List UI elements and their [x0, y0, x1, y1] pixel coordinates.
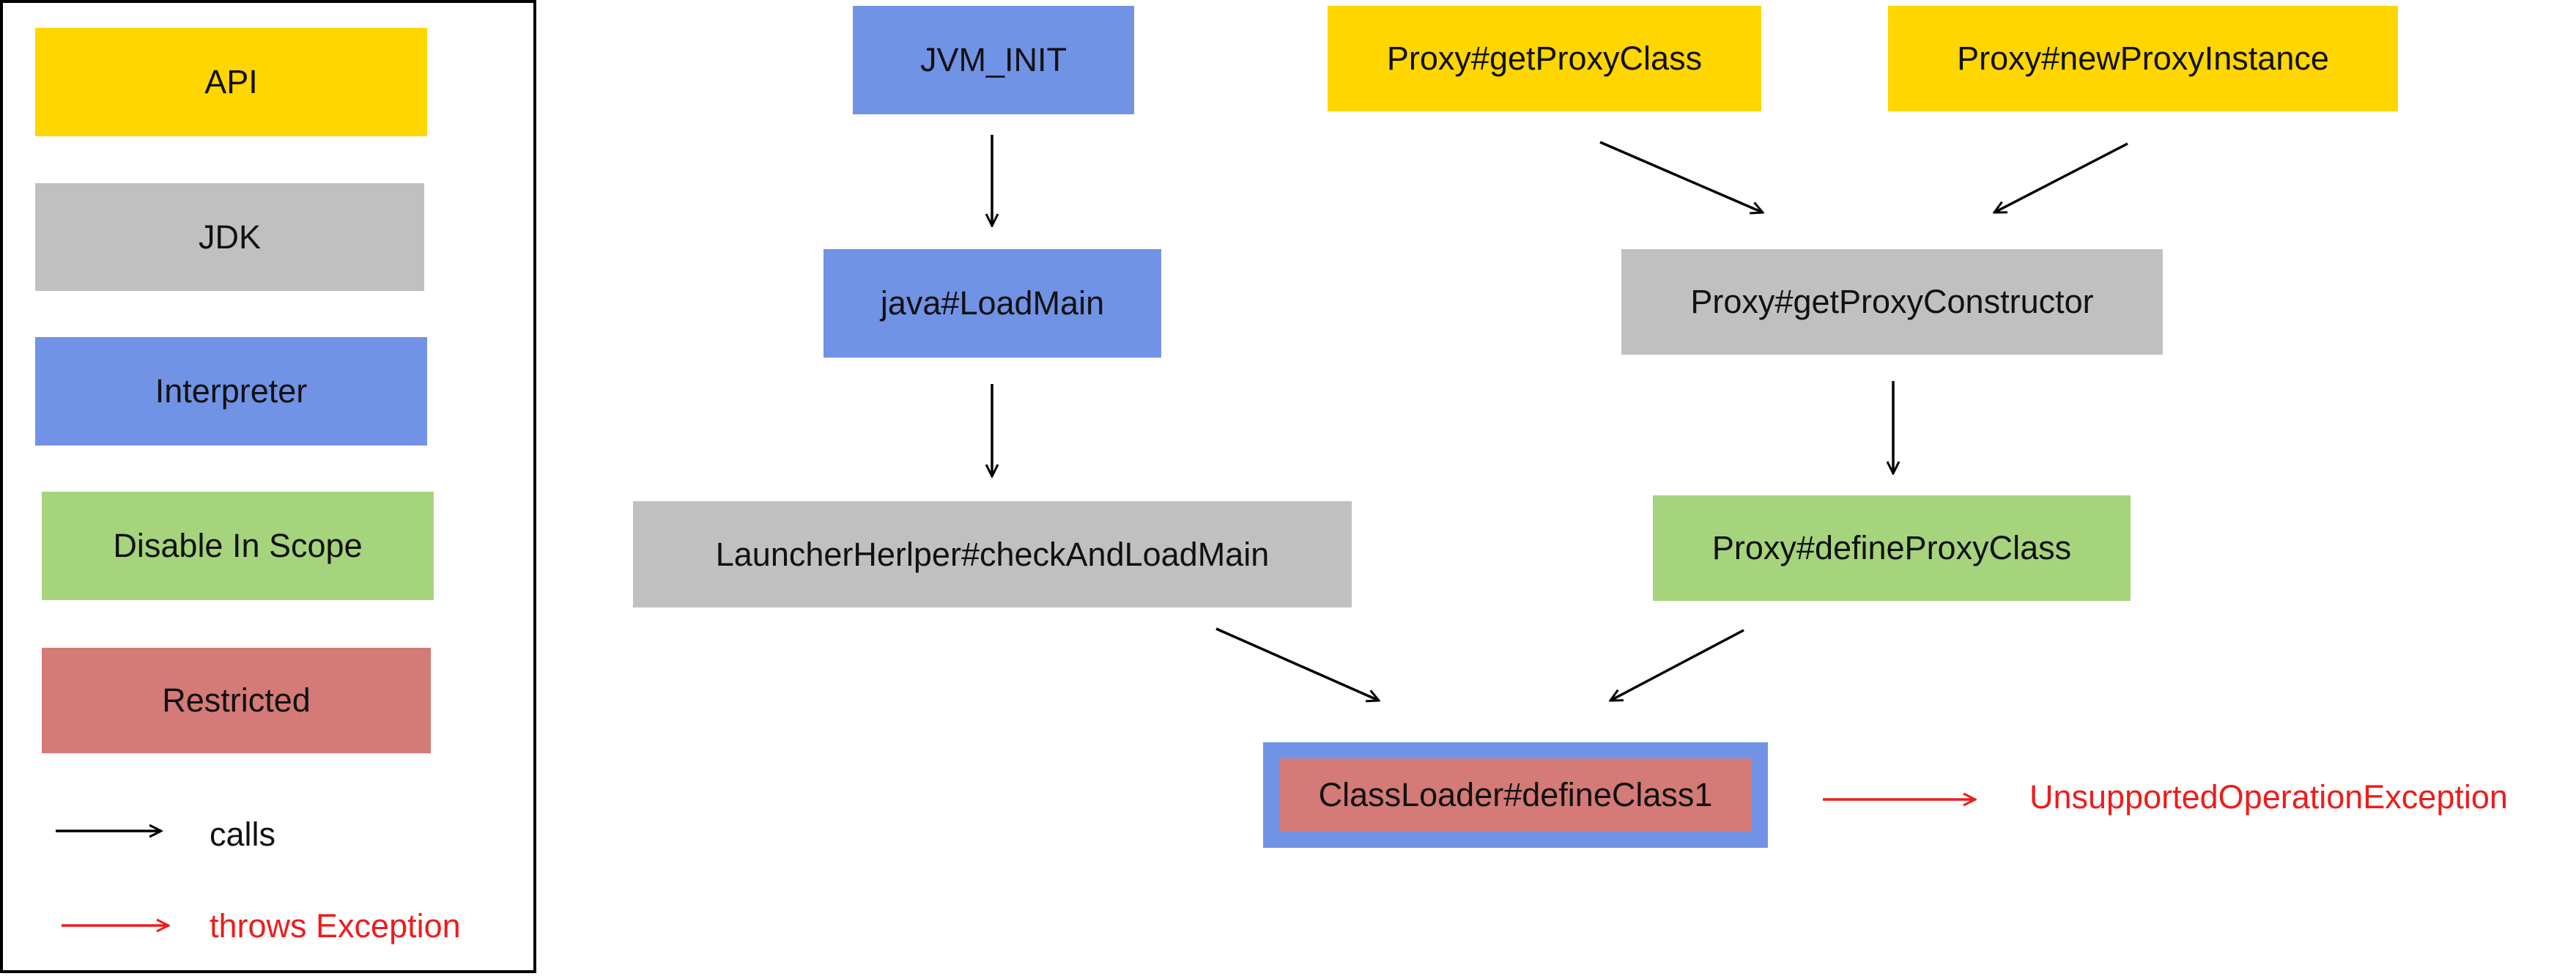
node-load-main-label: java#LoadMain [880, 284, 1105, 322]
node-define-class1-label: ClassLoader#defineClass1 [1318, 776, 1713, 813]
edge-define-proxy-class-to-define-class1 [1610, 629, 1744, 701]
node-new-proxy-instance-label: Proxy#newProxyInstance [1957, 40, 2329, 77]
legend-swatch-api: API [35, 28, 427, 136]
legend-label-disable-in-scope: Disable In Scope [113, 527, 363, 564]
node-check-and-load-main: LauncherHerlper#checkAndLoadMain [633, 501, 1352, 607]
node-get-proxy-class-label: Proxy#getProxyClass [1386, 40, 1703, 77]
node-jvm-init: JVM_INIT [853, 6, 1134, 114]
node-get-proxy-class: Proxy#getProxyClass [1328, 6, 1761, 111]
node-get-proxy-constructor: Proxy#getProxyConstructor [1621, 249, 2163, 355]
node-check-and-load-main-label: LauncherHerlper#checkAndLoadMain [715, 535, 1270, 573]
edge-new-proxy-instance-to-get-proxy-constructor [1994, 142, 2128, 214]
legend-calls-label: calls [210, 816, 276, 853]
legend-swatch-restricted: Restricted [42, 648, 431, 753]
node-define-class1-inner: ClassLoader#defineClass1 [1279, 758, 1752, 832]
edge-check-and-load-main-to-define-class1 [1215, 627, 1379, 701]
legend-label-jdk: JDK [198, 218, 261, 256]
legend-throws-label: throws Exception [210, 907, 461, 945]
node-define-proxy-class: Proxy#defineProxyClass [1653, 495, 2131, 601]
legend-label-interpreter: Interpreter [155, 372, 308, 410]
node-new-proxy-instance: Proxy#newProxyInstance [1888, 6, 2398, 111]
node-define-class1: ClassLoader#defineClass1 [1263, 742, 1768, 848]
legend-swatch-interpreter: Interpreter [35, 337, 427, 446]
node-load-main: java#LoadMain [823, 249, 1161, 358]
legend-label-api: API [204, 63, 258, 100]
exception-label: UnsupportedOperationException [2029, 778, 2508, 816]
node-jvm-init-label: JVM_INIT [919, 41, 1067, 78]
node-define-proxy-class-label: Proxy#defineProxyClass [1711, 529, 2072, 566]
edge-get-proxy-class-to-get-proxy-constructor [1599, 141, 1763, 213]
node-get-proxy-constructor-label: Proxy#getProxyConstructor [1690, 283, 2094, 320]
legend-swatch-jdk: JDK [35, 183, 424, 291]
legend-swatch-disable-in-scope: Disable In Scope [42, 492, 434, 600]
legend-label-restricted: Restricted [162, 681, 311, 719]
legend-panel: API JDK Interpreter Disable In Scope Res… [0, 0, 536, 973]
